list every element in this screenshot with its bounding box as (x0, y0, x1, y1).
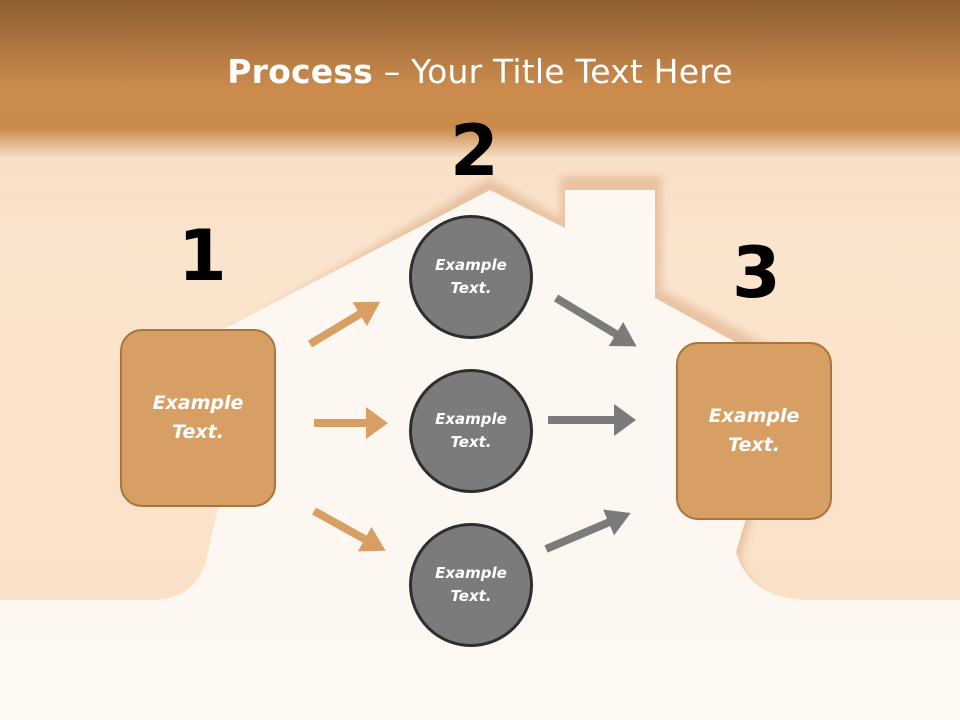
arrow-top-to-right-icon (553, 294, 637, 347)
gray-arrows (544, 294, 637, 553)
arrow-left-to-top-icon (307, 301, 381, 348)
circle-bottom: Example Text. (409, 523, 533, 647)
circle-top: Example Text. (409, 215, 533, 339)
arrow-left-to-bottom-icon (312, 507, 386, 552)
step-number-1: 1 (178, 215, 227, 297)
left-box-text: Example Text. (152, 392, 244, 443)
right-box: Example Text. (676, 342, 832, 520)
circle-bottom-text: Example Text. (435, 564, 507, 605)
step-number-2: 2 (450, 110, 499, 192)
arrow-bottom-to-right-icon (544, 509, 631, 553)
circle-middle: Example Text. (409, 369, 533, 493)
circle-top-text: Example Text. (435, 256, 507, 297)
title-rest: – Your Title Text Here (373, 52, 733, 91)
right-box-text: Example Text. (708, 405, 800, 456)
left-box: Example Text. (120, 329, 276, 507)
arrow-left-to-middle-icon (314, 407, 388, 439)
title-bold: Process (227, 52, 374, 91)
arrow-middle-to-right-icon (548, 404, 636, 436)
step-number-3: 3 (732, 232, 781, 314)
page-title: Process – Your Title Text Here (0, 52, 960, 91)
orange-arrows (307, 301, 388, 552)
circle-middle-text: Example Text. (435, 410, 507, 451)
